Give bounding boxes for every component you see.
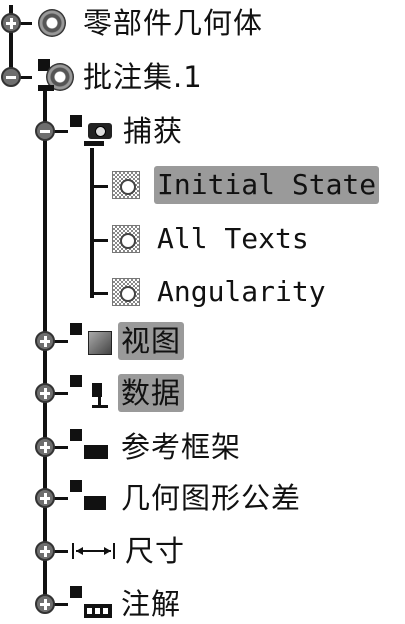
tree-node-initial-state[interactable]: Initial State bbox=[110, 165, 380, 205]
tree-node-label: 参考框架 bbox=[121, 430, 242, 464]
tree-line-h bbox=[46, 340, 68, 343]
tree-line-h bbox=[46, 497, 68, 500]
tree-line-h bbox=[92, 292, 108, 295]
tree-line-h bbox=[46, 550, 68, 553]
tree-node-label: 零部件几何体 bbox=[83, 6, 264, 40]
camera-icon bbox=[70, 113, 120, 149]
note-text-icon bbox=[70, 586, 118, 622]
expand-toggle[interactable] bbox=[1, 13, 21, 33]
tree-node-label: 视图 bbox=[118, 322, 185, 360]
geometric-tolerance-icon bbox=[70, 480, 118, 516]
capture-state-icon bbox=[110, 275, 144, 309]
tree-node-notes[interactable]: 注解 bbox=[70, 584, 184, 624]
tree-line-capture bbox=[90, 148, 94, 298]
annotation-set-icon bbox=[34, 59, 78, 95]
tree-node-label: 注解 bbox=[121, 587, 182, 621]
capture-state-icon bbox=[110, 222, 144, 256]
tree-node-views[interactable]: 视图 bbox=[70, 321, 185, 361]
tree-node-label: 几何图形公差 bbox=[121, 481, 302, 515]
tree-node-all-texts[interactable]: All Texts bbox=[110, 219, 312, 259]
tree-line-h bbox=[46, 446, 68, 449]
expand-toggle[interactable] bbox=[35, 383, 55, 403]
gear-icon bbox=[34, 6, 74, 40]
capture-state-icon bbox=[110, 168, 144, 202]
expand-toggle[interactable] bbox=[35, 594, 55, 614]
expand-toggle[interactable] bbox=[35, 488, 55, 508]
tree-line-h bbox=[12, 76, 32, 79]
tree-line-h bbox=[46, 603, 68, 606]
expand-toggle[interactable] bbox=[35, 541, 55, 561]
tree-node-reference-frames[interactable]: 参考框架 bbox=[70, 427, 244, 467]
tree-node-label: Angularity bbox=[157, 275, 326, 308]
tree-node-label: 批注集.1 bbox=[83, 60, 203, 94]
datum-icon bbox=[70, 375, 118, 411]
tree-node-label: 尺寸 bbox=[125, 534, 186, 568]
tree-line-h bbox=[46, 130, 68, 133]
tree-line-h bbox=[92, 239, 108, 242]
collapse-toggle[interactable] bbox=[35, 121, 55, 141]
collapse-toggle[interactable] bbox=[1, 67, 21, 87]
tree-node-geometric-tolerances[interactable]: 几何图形公差 bbox=[70, 478, 304, 518]
tree-line-h bbox=[46, 392, 68, 395]
tree-node-datums[interactable]: 数据 bbox=[70, 373, 185, 413]
tree-line-h bbox=[12, 22, 32, 25]
expand-toggle[interactable] bbox=[35, 331, 55, 351]
tree-node-label: Initial State bbox=[154, 166, 380, 204]
tree-node-dimensions[interactable]: 尺寸 bbox=[70, 531, 188, 571]
tree-node-capture[interactable]: 捕获 bbox=[70, 111, 186, 151]
view-icon bbox=[70, 323, 118, 359]
dimension-icon bbox=[70, 533, 122, 569]
tree-node-part-geometry[interactable]: 零部件几何体 bbox=[34, 3, 266, 43]
tree-node-annotation-set[interactable]: 批注集.1 bbox=[34, 57, 206, 97]
tree-node-angularity[interactable]: Angularity bbox=[110, 272, 329, 312]
expand-toggle[interactable] bbox=[35, 437, 55, 457]
datum-reference-frame-icon bbox=[70, 429, 118, 465]
tree-line-h bbox=[92, 185, 108, 188]
tree-line-root bbox=[9, 5, 13, 69]
tree-node-label: 捕获 bbox=[123, 114, 184, 148]
tree-node-label: All Texts bbox=[157, 222, 309, 255]
tree-node-label: 数据 bbox=[118, 374, 185, 412]
